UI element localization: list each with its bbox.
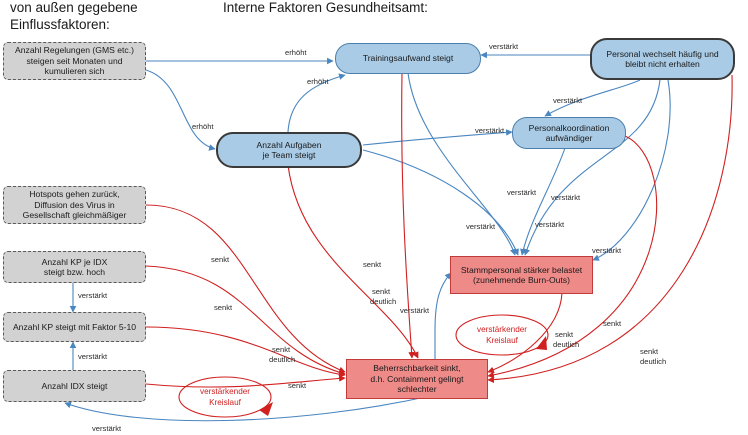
edge-idx-beherrschbarkeit (145, 375, 346, 388)
label-erhoeht-3: erhöht (192, 122, 214, 131)
loop-upper: verstärkender Kreislauf (455, 314, 549, 356)
edge-koordination-beherrschbarkeit (487, 135, 658, 379)
label-senkt-deutlich-d2: deutlich (640, 357, 666, 366)
label-senkt-deutlich-c1: senkt (555, 330, 574, 339)
label-verstaerkt-5: verstärkt (551, 193, 581, 202)
edge-training-beherrschbarkeit (401, 72, 415, 359)
edge-beherrschbarkeit-idx (64, 395, 431, 422)
edge-kp-faktor-beherrschbarkeit (145, 326, 346, 378)
label-verstaerkt-7: verstärkt (535, 220, 565, 229)
label-senkt-2: senkt (214, 303, 233, 312)
label-senkt-deutlich-b2: deutlich (370, 297, 396, 306)
label-verstaerkt-8: verstärkt (592, 246, 622, 255)
edge-beherrschbarkeit-stamm (434, 272, 452, 360)
label-verstaerkt-12: verstärkt (92, 424, 122, 433)
loop-lower-label-2: Kreislauf (209, 398, 242, 407)
label-verstaerkt-3: verstärkt (475, 126, 505, 135)
heading-internal-factors: Interne Faktoren Gesundheitsamt: (223, 0, 428, 15)
label-senkt-deutlich-a2: deutlich (269, 355, 295, 364)
node-idx-steigt: Anzahl IDX steigt (3, 370, 146, 402)
loop-upper-label-2: Kreislauf (486, 336, 519, 345)
node-trainingsaufwand: Trainingsaufwand steigt (335, 43, 481, 74)
label-senkt-5: senkt (603, 319, 622, 328)
node-beherrschbarkeit: Beherrschbarkeit sinkt, d.h. Containment… (346, 359, 488, 399)
loop-upper-label-1: verstärkender (477, 325, 527, 334)
label-verstaerkt-1: verstärkt (489, 42, 519, 51)
edge-regelungen-aufgaben (145, 69, 216, 151)
label-senkt-deutlich-c2: deutlich (553, 340, 579, 349)
edge-aufgaben-training (287, 73, 346, 133)
label-verstaerkt-11: verstärkt (78, 352, 108, 361)
edge-aufgaben-stamm (362, 149, 519, 256)
label-verstaerkt-4: verstärkt (507, 188, 537, 197)
loop-lower-label-1: verstärkender (200, 387, 250, 396)
edge-stamm-beherrschbarkeit (487, 292, 563, 374)
label-verstaerkt-2: verstärkt (553, 96, 583, 105)
node-aufgaben: Anzahl Aufgaben je Team steigt (216, 132, 362, 168)
heading-external-factors: von außen gegebene Einflussfaktoren: (10, 0, 138, 32)
loop-lower: verstärkender Kreislauf (178, 376, 273, 418)
node-personalkoordination: Personalkoordination aufwändiger (512, 117, 626, 149)
label-senkt-3: senkt (288, 381, 307, 390)
edge-koordination-stamm (520, 147, 566, 256)
node-kp-je-idx: Anzahl KP je IDX steigt bzw. hoch (3, 251, 146, 283)
node-regelungen: Anzahl Regelungen (GMS etc.) steigen sei… (3, 42, 146, 80)
node-hotspots: Hotspots gehen zurück, Diffusion des Vir… (3, 186, 146, 224)
edge-aufgaben-beherrschbarkeit (287, 164, 419, 359)
edge-kp-je-idx-beherrschbarkeit (145, 265, 346, 376)
label-erhoeht-2: erhöht (307, 77, 329, 86)
node-kp-faktor: Anzahl KP steigt mit Faktor 5-10 (3, 312, 146, 342)
node-personal-wechsel: Personal wechselt häufig und bleibt nich… (590, 38, 735, 80)
node-stammpersonal: Stammpersonal stärker belastet (zunehmen… (450, 256, 593, 294)
label-senkt-deutlich-d1: senkt (640, 347, 659, 356)
edge-aufgaben-koordination (362, 129, 513, 146)
label-verstaerkt-10: verstärkt (78, 291, 108, 300)
edge-training-stamm (407, 72, 517, 256)
edge-labels: erhöht erhöht erhöht verstärkt verstärkt… (78, 42, 666, 433)
label-erhoeht-1: erhöht (285, 48, 307, 57)
edge-personal-beherrschbarkeit (487, 74, 733, 383)
edge-personal-stamm-b (592, 79, 671, 261)
label-verstaerkt-9: verstärkt (400, 306, 430, 315)
edge-personal-stamm-a (523, 79, 661, 256)
edge-personal-koordination (544, 79, 641, 117)
label-verstaerkt-6: verstärkt (466, 222, 496, 231)
label-senkt-1: senkt (211, 255, 230, 264)
label-senkt-deutlich-a1: senkt (272, 345, 291, 354)
label-senkt-deutlich-b1: senkt (372, 287, 391, 296)
label-senkt-4: senkt (363, 260, 382, 269)
edge-hotspots-beherrschbarkeit (145, 204, 346, 373)
